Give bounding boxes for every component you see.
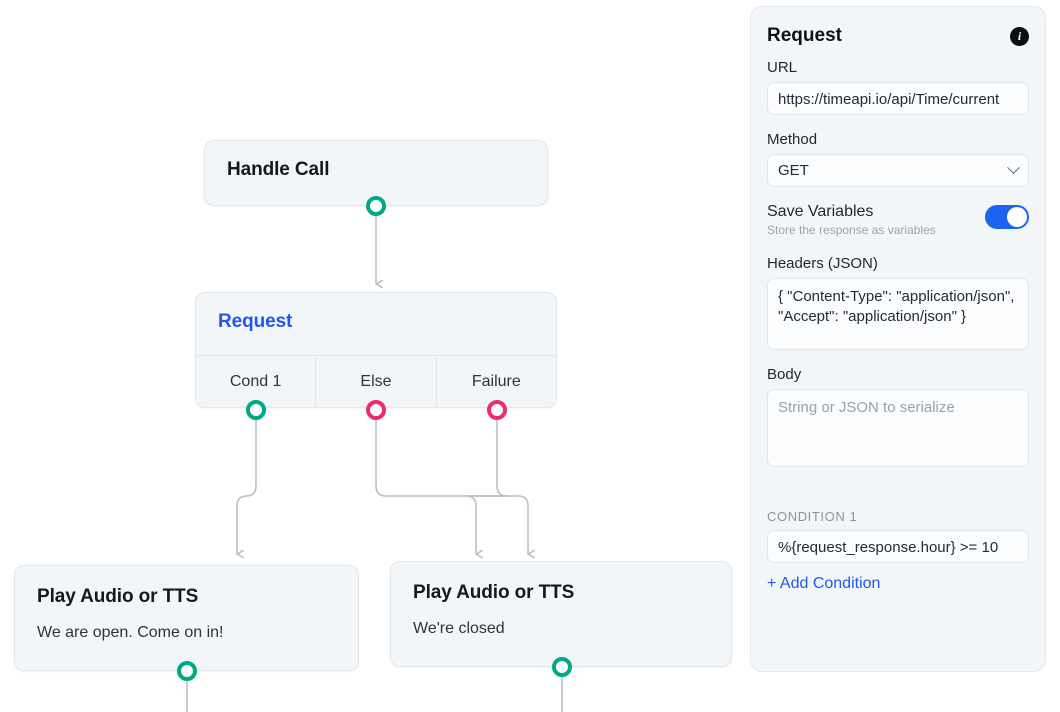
node-title: Play Audio or TTS (37, 586, 199, 607)
headers-textarea[interactable]: { "Content-Type": "application/json", "A… (767, 278, 1029, 350)
body-label: Body (767, 366, 802, 383)
save-variables-label: Save Variables (767, 203, 874, 220)
node-request-ports: Cond 1 Else Failure (196, 355, 556, 408)
node-title: Request (218, 311, 293, 332)
save-variables-texts: Save Variables Store the response as var… (767, 203, 936, 237)
method-value: GET (778, 162, 809, 179)
node-title: Handle Call (227, 159, 330, 180)
toggle-knob (1007, 207, 1027, 227)
panel-title: Request (767, 25, 842, 46)
panel-spacer (767, 483, 1029, 509)
url-field-group: URL https://timeapi.io/api/Time/current (767, 59, 1029, 115)
body-textarea[interactable]: String or JSON to serialize (767, 389, 1029, 467)
port-tts-open-out[interactable] (177, 661, 197, 681)
node-title: Play Audio or TTS (413, 582, 575, 603)
condition-input[interactable]: %{request_response.hour} >= 10 (767, 530, 1029, 563)
chevron-down-icon (1007, 161, 1020, 175)
url-label: URL (767, 59, 798, 76)
node-play-audio-tts-open[interactable]: Play Audio or TTS We are open. Come on i… (14, 565, 359, 671)
node-subtitle: We are open. Come on in! (37, 624, 224, 641)
flow-edges (186, 207, 563, 712)
add-condition-button[interactable]: + Add Condition (767, 575, 881, 592)
condition-label: CONDITION 1 (767, 509, 858, 524)
headers-label: Headers (JSON) (767, 255, 878, 272)
save-variables-group: Save Variables Store the response as var… (767, 203, 1029, 237)
request-inspector-panel: Request i URL https://timeapi.io/api/Tim… (750, 6, 1046, 672)
body-field-group: Body String or JSON to serialize (767, 366, 1029, 467)
save-variables-description: Store the response as variables (767, 223, 936, 237)
node-request-header: Request (196, 293, 556, 355)
method-label: Method (767, 131, 818, 148)
port-cond-1-out[interactable] (246, 400, 266, 420)
port-label-failure[interactable]: Failure (471, 373, 521, 390)
port-else-out[interactable] (366, 400, 386, 420)
url-input[interactable]: https://timeapi.io/api/Time/current (767, 82, 1029, 115)
node-play-audio-tts-closed[interactable]: Play Audio or TTS We're closed (390, 561, 732, 667)
port-failure-out[interactable] (487, 400, 507, 420)
panel-header: Request i (767, 25, 1029, 47)
method-select[interactable]: GET (767, 154, 1029, 187)
port-handle-call-out[interactable] (366, 196, 386, 216)
save-variables-toggle[interactable] (985, 205, 1029, 229)
node-request[interactable]: Request Cond 1 Else Failure (195, 292, 557, 408)
node-subtitle: We're closed (413, 620, 505, 637)
port-label-else[interactable]: Else (316, 356, 437, 408)
condition-field-group: CONDITION 1 %{request_response.hour} >= … (767, 509, 1029, 593)
port-label-cond-1[interactable]: Cond 1 (196, 356, 317, 408)
info-icon[interactable]: i (1010, 26, 1029, 46)
method-field-group: Method GET (767, 131, 1029, 187)
port-tts-closed-out[interactable] (552, 657, 572, 677)
headers-field-group: Headers (JSON) { "Content-Type": "applic… (767, 255, 1029, 350)
